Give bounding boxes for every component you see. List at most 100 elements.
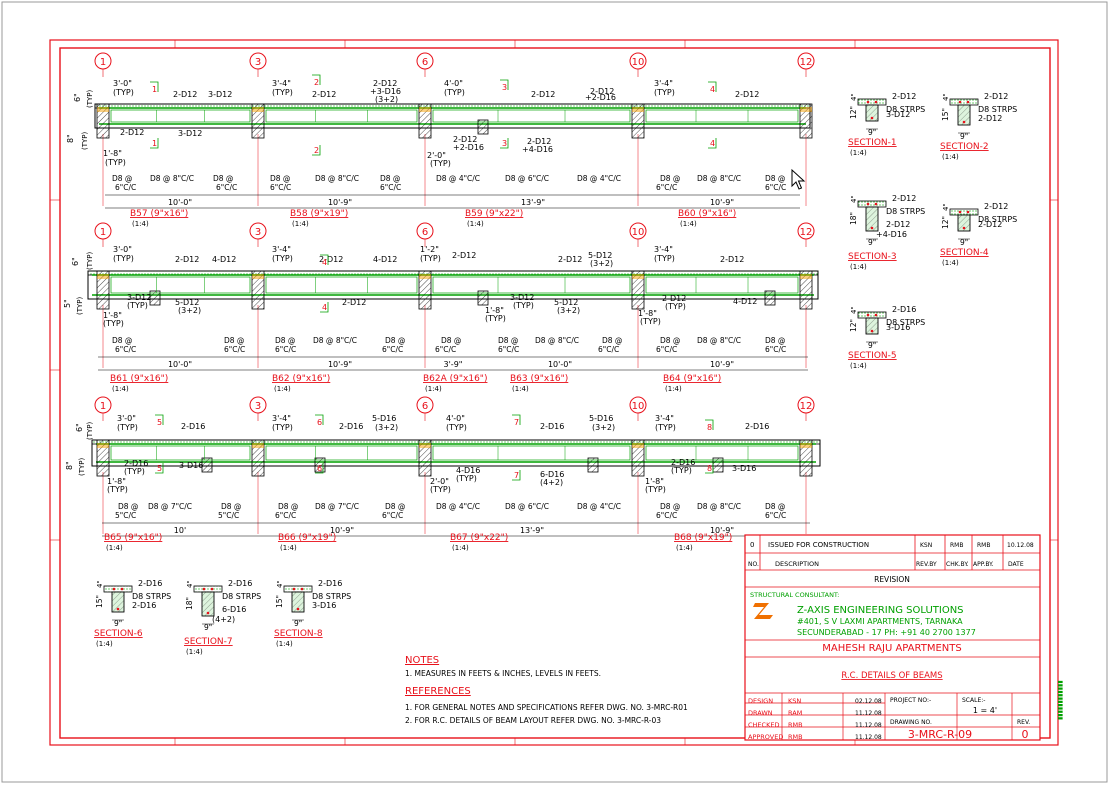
rebar-note: (TYP) [456, 474, 477, 483]
rebar-dot [866, 313, 870, 317]
rebar-note: 3'-4" [272, 79, 291, 88]
section-height: 15" [275, 595, 284, 608]
section-title: SECTION-6 [94, 629, 143, 639]
section-cut-label: 2 [314, 78, 319, 87]
stirrup-note: 5"C/C [218, 511, 239, 520]
section-flange [103, 585, 133, 593]
section-top-bars: 2-D16 [318, 579, 342, 588]
scale-value: 1 = 4' [973, 706, 997, 715]
rebar-note: 3'-0" [113, 79, 132, 88]
column-support [251, 439, 265, 477]
span-dimension: 10'-9" [710, 526, 734, 535]
section-web-hatch [291, 591, 305, 613]
rev-number: 0 [750, 541, 754, 549]
section-flange [193, 585, 223, 593]
beam-title: B62 (9"x16") [272, 374, 330, 384]
span-dimension: 10'-9" [330, 526, 354, 535]
rebar-note: 2-D12 [175, 255, 199, 264]
column-tag [419, 107, 431, 112]
reference-item: 1. FOR GENERAL NOTES AND SPECIFICATIONS … [405, 703, 688, 712]
section-scale: (1:4) [850, 149, 867, 157]
stirrup-note: D8 @ [213, 174, 233, 183]
stirrup-note: 6"C/C [765, 345, 786, 354]
rebar-note: 2-D16 [339, 422, 363, 431]
rebar-note: 1'-8" [107, 477, 126, 486]
rebar-note: 3'-4" [272, 245, 291, 254]
rebar-note: 3'-4" [272, 414, 291, 423]
stirrup-zone [645, 445, 799, 461]
column-tag [800, 274, 812, 279]
column-support [631, 439, 645, 477]
rebar-note: 8" [66, 134, 75, 143]
beam-title: B62A (9"x16") [423, 374, 487, 384]
rebar-note: 1'-2" [420, 245, 439, 254]
rebar-note: 5-D12 [588, 251, 612, 260]
rebar-dot [292, 587, 296, 591]
rebar-note: 8" [65, 461, 74, 470]
section-bottom-bars: 2-D12 [978, 220, 1002, 229]
rebar-dot [296, 607, 300, 611]
stirrup-note: D8 @ 4"C/C [577, 174, 621, 183]
rebar-note: (TYP) [86, 421, 94, 440]
section-bottom-bars: 3-D16 [312, 601, 336, 610]
stirrup-note: D8 @ 8"C/C [697, 502, 741, 511]
column-tag [97, 443, 109, 448]
section-height: 12" [849, 319, 858, 332]
side-stamp: ▮▮▮▮▮▮▮▮▮▮▮▮ [1057, 680, 1064, 720]
grid-bubble-label: 10 [632, 227, 645, 238]
column-support [418, 103, 432, 139]
rebar-note: (TYP) [485, 314, 506, 323]
stirrup-zone [265, 276, 418, 294]
secondary-support [314, 457, 326, 473]
rebar-note: 2-D12 [452, 251, 476, 260]
rev-chk-by: RMB [950, 542, 963, 549]
section-bottom-bars-2: +4-D16 [876, 230, 907, 239]
stirrup-note: D8 @ 4"C/C [436, 174, 480, 183]
stirrup-zone [432, 109, 631, 123]
stirrup-note: D8 @ [275, 336, 295, 345]
section-bottom-bars: 3-D12 [886, 110, 910, 119]
column-tag [97, 274, 109, 279]
section-top-bars: 2-D12 [984, 202, 1008, 211]
rebar-note: 2-D12 [720, 255, 744, 264]
beam-scale: (1:4) [467, 220, 484, 228]
rebar-note: (3+2) [178, 306, 201, 315]
rebar-note: 2-D12 [558, 255, 582, 264]
column-support [799, 103, 813, 139]
column-tag [419, 274, 431, 279]
column-support [631, 103, 645, 139]
section-height: 12" [941, 216, 950, 229]
rebar-dot [866, 100, 870, 104]
span-dimension: 10'-9" [328, 360, 352, 369]
section-width: 9" [868, 238, 876, 247]
section-cut-mark [150, 81, 159, 92]
section-top-bars: 2-D16 [892, 305, 916, 314]
beam-scale: (1:4) [274, 385, 291, 393]
rebar-note: (TYP) [76, 296, 84, 315]
rebar-note: 1'-8" [645, 477, 664, 486]
rebar-note: (TYP) [640, 317, 661, 326]
rebar-note: 5-D16 [589, 414, 613, 423]
stirrup-note: D8 @ 4"C/C [577, 502, 621, 511]
stirrup-note: 6"C/C [224, 345, 245, 354]
stirrup-note: 6"C/C [380, 183, 401, 192]
section-flange [857, 200, 887, 208]
stirrup-note: D8 @ [112, 174, 132, 183]
approval-label: CHECKED [748, 721, 779, 729]
firm-name: Z-AXIS ENGINEERING SOLUTIONS [797, 605, 964, 616]
rebar-note: 6" [73, 93, 82, 102]
stirrup-zone [432, 445, 631, 461]
rev-description: ISSUED FOR CONSTRUCTION [768, 541, 869, 549]
rebar-note: 2-D16 [124, 459, 148, 468]
section-flange-depth: 4" [96, 580, 104, 588]
approval-date: 11.12.08 [855, 710, 882, 717]
stirrup-note: D8 @ [385, 336, 405, 345]
consultant-label: STRUCTURAL CONSULTANT: [750, 591, 839, 599]
stirrup-note: D8 @ [112, 336, 132, 345]
column-support [96, 270, 110, 310]
rebar-note: (TYP) [127, 301, 148, 310]
stirrup-note: 6"C/C [115, 183, 136, 192]
